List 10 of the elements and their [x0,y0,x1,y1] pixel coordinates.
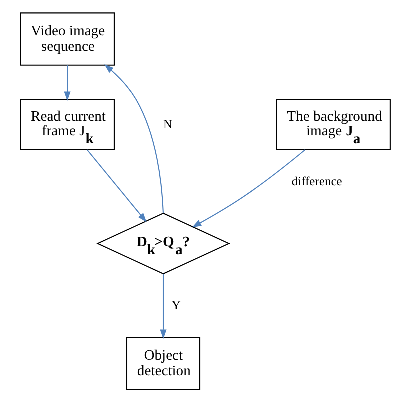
edge-label: N [164,117,173,132]
edge-label: Y [172,298,181,312]
arrow [104,64,164,213]
arrow [64,64,71,101]
arrow [87,149,147,222]
edge-label: difference [292,174,342,188]
arrow [192,149,306,228]
arrow [160,274,167,339]
node-box: Object detection [126,336,201,390]
node-box: Video image sequence [20,12,115,66]
